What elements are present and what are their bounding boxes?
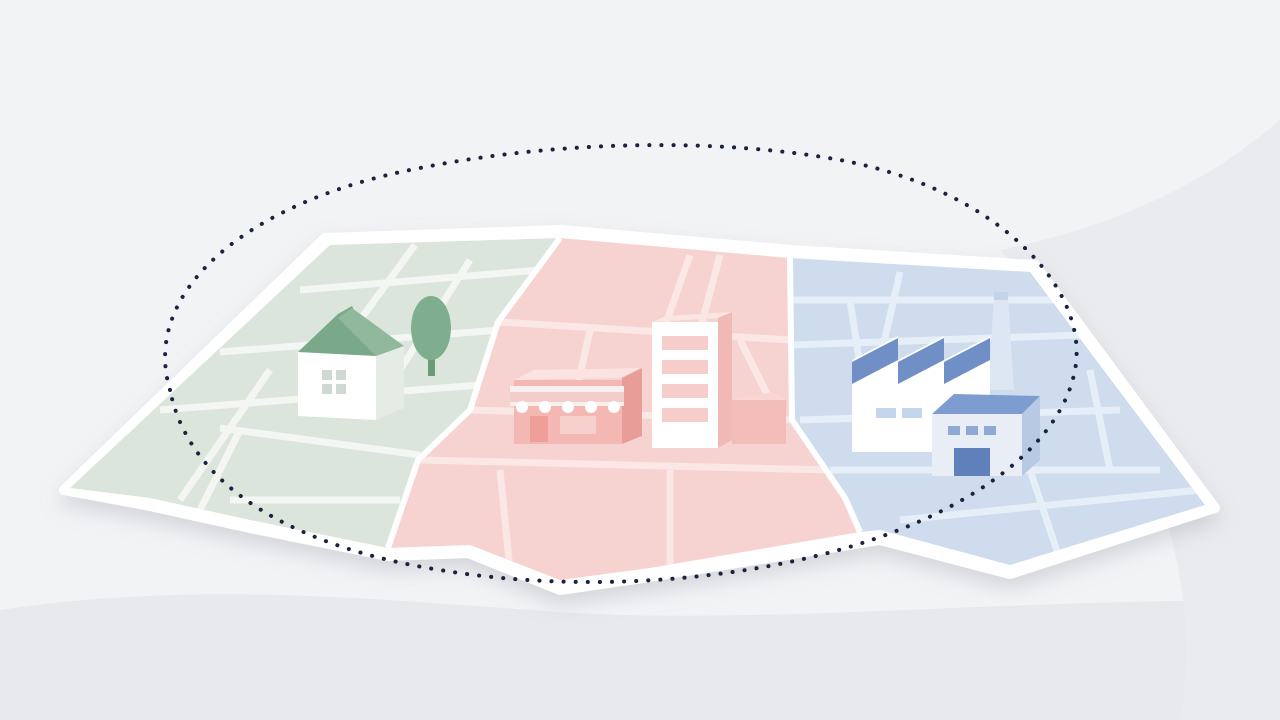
house-icon bbox=[298, 306, 404, 420]
background-shade-bottom bbox=[0, 594, 1280, 720]
tree-icon bbox=[411, 296, 451, 376]
factory-icon bbox=[852, 292, 1040, 476]
zone-dividers bbox=[385, 236, 863, 549]
boundary-dotted-outline bbox=[163, 143, 1079, 584]
office-building-icon bbox=[652, 312, 786, 448]
shop-icon bbox=[510, 368, 642, 444]
